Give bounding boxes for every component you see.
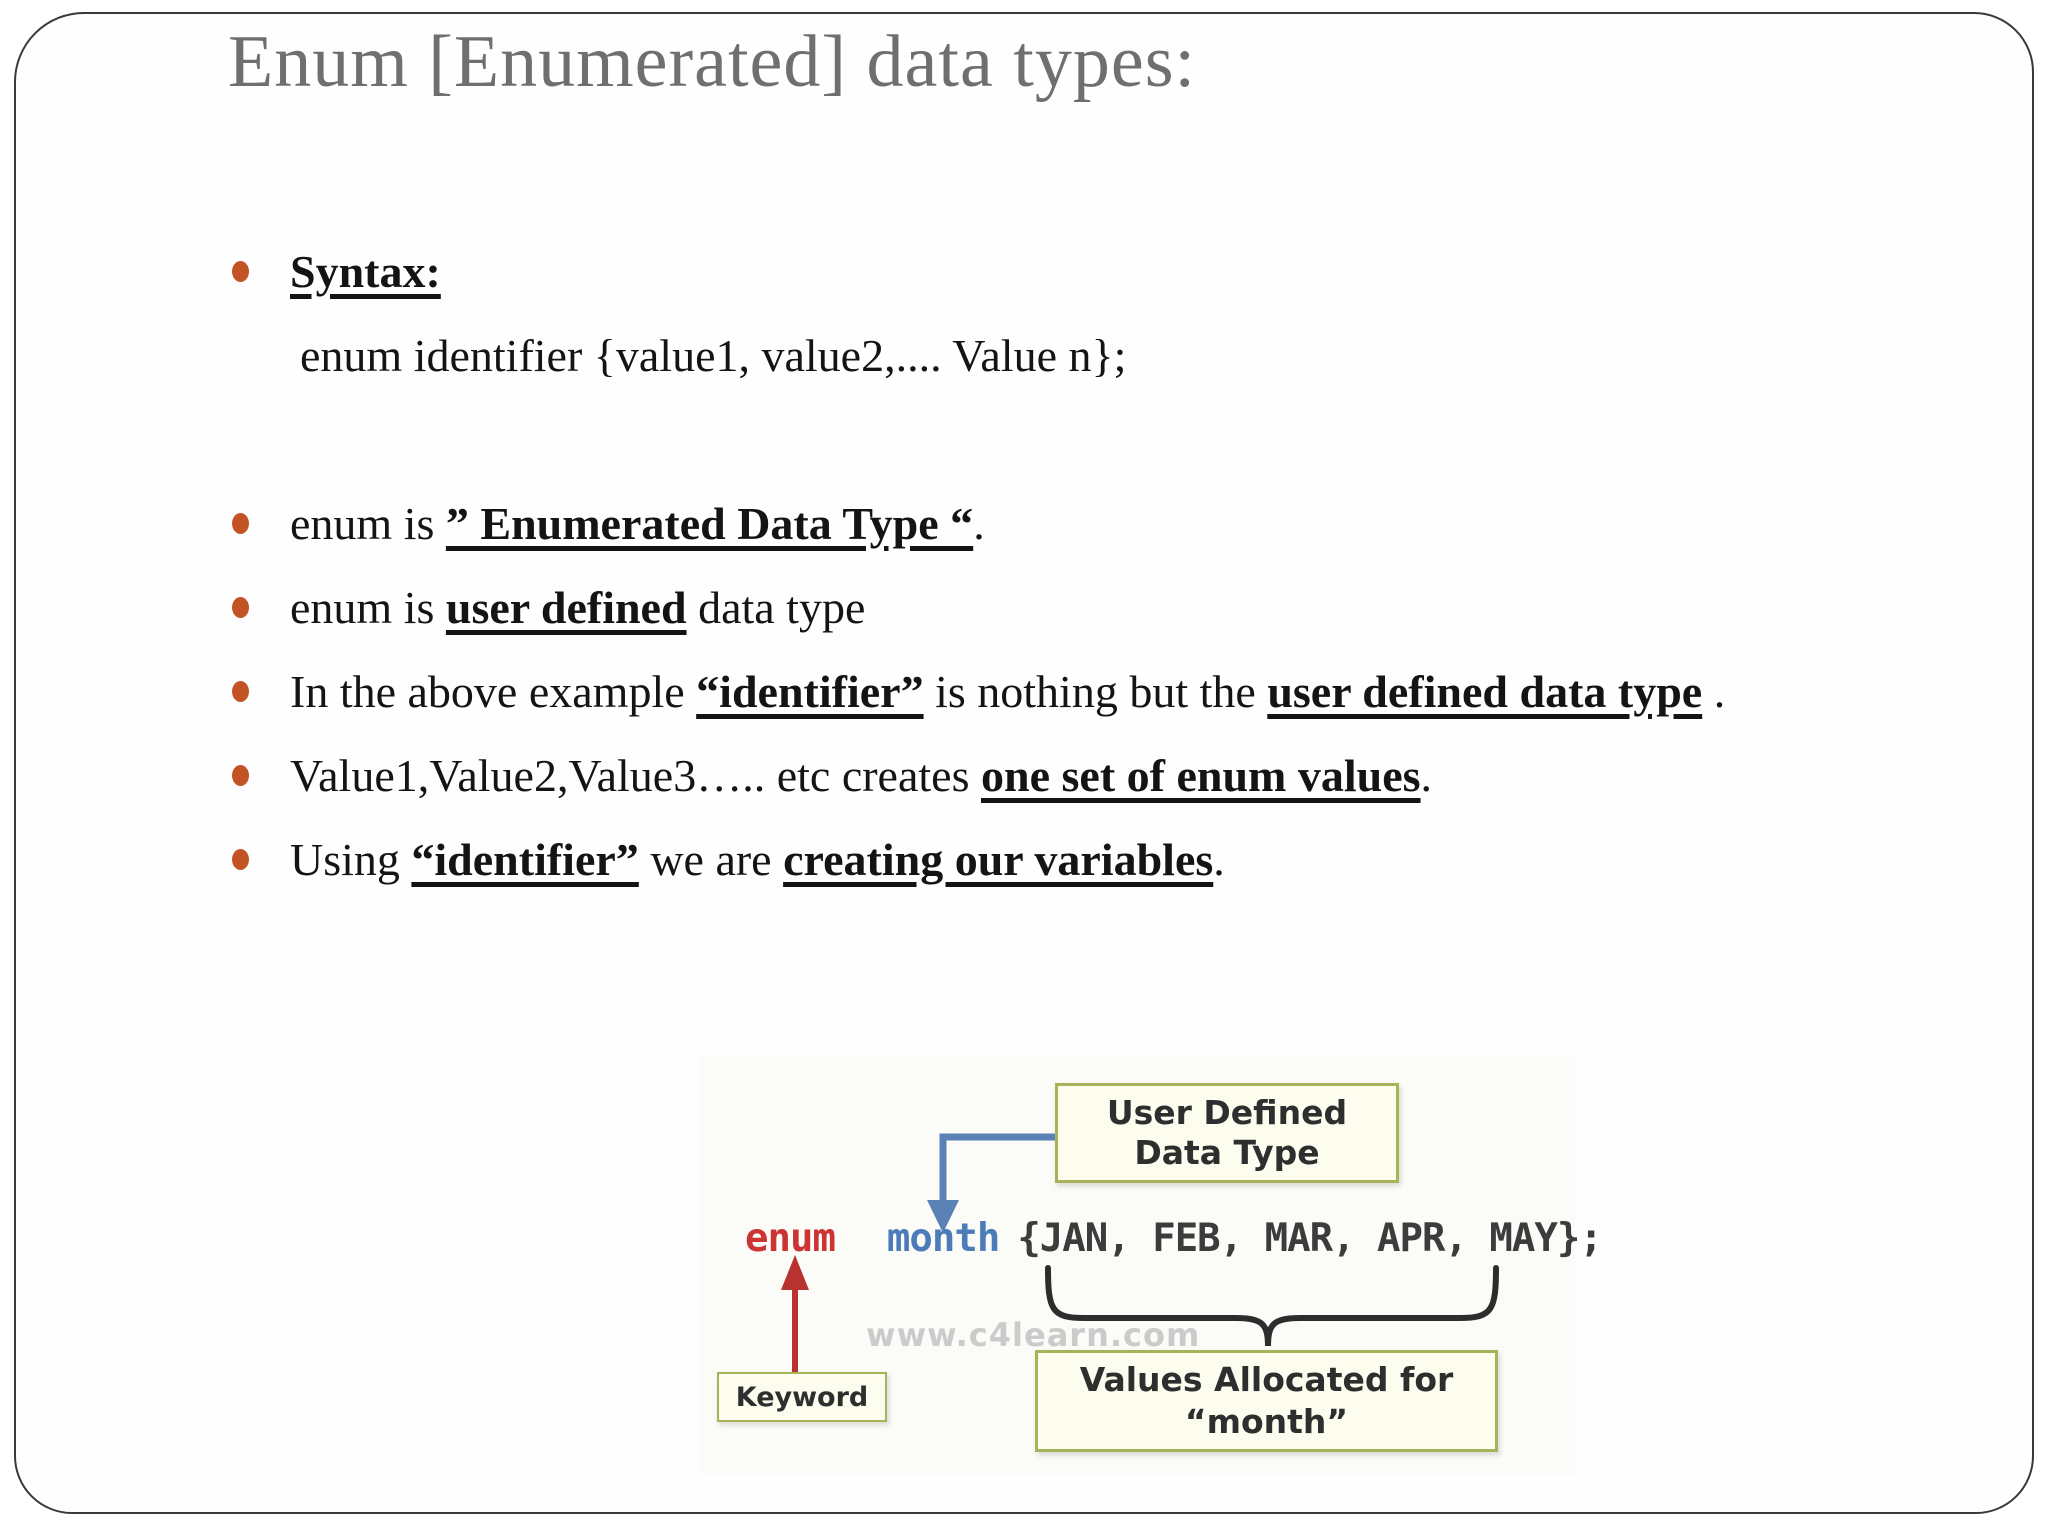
diagram-values-label-line2: “month”	[1184, 1402, 1349, 1441]
diagram-values-box: Values Allocated for “month”	[1035, 1350, 1498, 1452]
bullet-dot	[232, 849, 249, 870]
text-run: creating our variables	[783, 834, 1214, 885]
bullet-text: In the above example “identifier” is not…	[290, 653, 1960, 731]
diagram-keyword-label: Keyword	[735, 1381, 869, 1413]
page-title: Enum [Enumerated] data types:	[228, 21, 1197, 103]
diagram-keyword-box: Keyword	[717, 1372, 887, 1422]
code-identifier-month: month	[886, 1216, 1000, 1261]
bullet-text: enum identifier {value1, value2,.... Val…	[290, 317, 1960, 395]
text-run: one set of enum values	[981, 750, 1421, 801]
bullet-indent	[232, 317, 290, 395]
bullet-dot	[232, 681, 249, 702]
code-keyword-enum: enum	[745, 1216, 836, 1261]
diagram-user-defined-label: User Defined Data Type	[1106, 1093, 1348, 1172]
bullet-dot	[232, 513, 249, 534]
bullet-text: Value1,Value2,Value3….. etc creates one …	[290, 737, 1960, 815]
text-run: we are	[638, 834, 784, 885]
bullet-text: Syntax:	[290, 233, 1960, 311]
text-run: user defined data type	[1267, 666, 1703, 717]
text-run: enum identifier {value1, value2,.... Val…	[300, 330, 1127, 381]
bullet-row-syntax: Syntax:	[232, 233, 1972, 311]
diagram-code-line: enum month {JAN, FEB, MAR, APR, MAY};	[745, 1216, 1603, 1261]
bullet-row-syntax-code: enum identifier {value1, value2,.... Val…	[232, 317, 1972, 395]
text-run: .	[1702, 666, 1726, 717]
text-run: “identifier”	[696, 666, 924, 717]
watermark-text: www.c4learn.com	[866, 1316, 1201, 1354]
text-run: ” Enumerated Data Type “	[445, 498, 974, 549]
text-run: user defined	[445, 582, 687, 633]
text-run: is nothing but the	[923, 666, 1268, 717]
bullet-text: enum is ” Enumerated Data Type “.	[290, 485, 1960, 563]
bullet-text: enum is user defined data type	[290, 569, 1960, 647]
bullet-list: Syntax: enum identifier {value1, value2,…	[232, 233, 1972, 905]
text-run: In the above example	[290, 666, 697, 717]
bullet-dot	[232, 261, 249, 282]
text-run: .	[1213, 834, 1225, 885]
diagram-user-defined-box: User Defined Data Type	[1055, 1083, 1399, 1183]
code-values-list: {JAN, FEB, MAR, APR, MAY};	[1017, 1216, 1602, 1261]
bullet-row-enumerated: enum is ” Enumerated Data Type “.	[232, 485, 1972, 563]
text-run: .	[973, 498, 985, 549]
bullet-row-values: Value1,Value2,Value3….. etc creates one …	[232, 737, 1972, 815]
bullet-text: Using “identifier” we are creating our v…	[290, 821, 1960, 899]
text-run: Using	[290, 834, 412, 885]
bullet-row-identifier: In the above example “identifier” is not…	[232, 653, 1972, 731]
text-run: “identifier”	[411, 834, 639, 885]
text-run: .	[1420, 750, 1433, 801]
bullet-row-using: Using “identifier” we are creating our v…	[232, 821, 1972, 899]
diagram-values-label-line1: Values Allocated for	[1079, 1360, 1454, 1399]
bullet-dot	[232, 765, 249, 786]
text-run: Syntax:	[290, 246, 441, 297]
text-run: Value1,Value2,Value3….. etc creates	[290, 750, 981, 801]
bullet-dot	[232, 597, 249, 618]
text-run: enum is	[290, 582, 446, 633]
bullet-row-user-defined: enum is user defined data type	[232, 569, 1972, 647]
text-run: data type	[686, 582, 866, 633]
text-run: enum is	[290, 498, 446, 549]
